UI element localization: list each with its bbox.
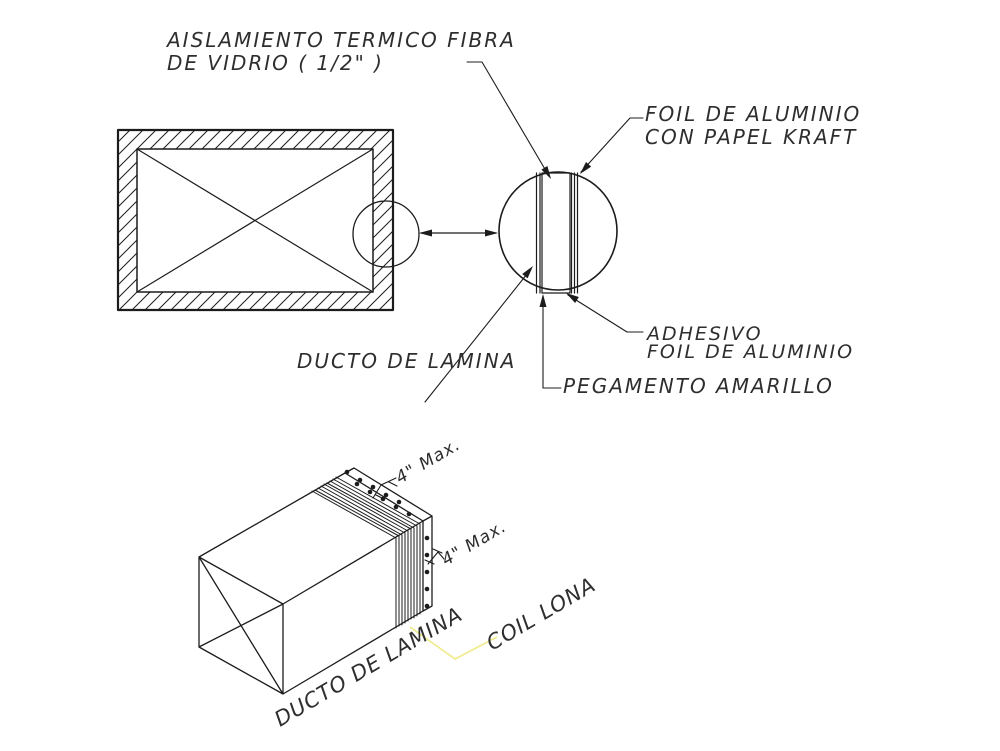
leader-aislamiento xyxy=(466,61,551,179)
dimension-tick-top xyxy=(372,477,398,500)
label-dim-top: 4" Max. xyxy=(392,435,464,489)
foil-layer-lines xyxy=(570,172,579,294)
label-aislamiento-termico-line1: AISLAMIENTO TERMICO FIBRA xyxy=(165,28,516,52)
detail-circle xyxy=(498,171,618,291)
duct-cross-section xyxy=(116,128,420,312)
lamina-layer-lines xyxy=(535,172,541,294)
corrugated-band-front xyxy=(395,523,421,629)
label-adhesivo-line1: ADHESIVO xyxy=(645,323,763,345)
label-ducto-lamina: DUCTO DE LAMINA xyxy=(297,349,516,373)
leader-ducto-lamina xyxy=(424,266,533,403)
rivet-dots-top xyxy=(344,469,412,517)
label-foil-aluminio-line1: FOIL DE ALUMINIO xyxy=(645,102,861,126)
iso-duct-body xyxy=(198,472,424,695)
leader-pegamento xyxy=(539,294,562,389)
duct-inner-wall xyxy=(136,148,374,293)
corrugated-band-top xyxy=(311,476,421,539)
zoom-reference-arrow xyxy=(419,229,498,237)
dimension-tick-front xyxy=(424,548,445,565)
label-aislamiento-termico-line2: DE VIDRIO ( 1/2" ) xyxy=(167,51,384,75)
end-cap-panel xyxy=(344,467,433,612)
yellow-leader-coil-lona xyxy=(409,626,498,660)
detail-zoom-circle xyxy=(498,171,618,294)
rivet-dots-front xyxy=(424,535,430,609)
leader-foil-aluminio xyxy=(580,117,644,174)
label-dim-front: 4" Max. xyxy=(438,517,510,571)
label-adhesivo-line2: FOIL DE ALUMINIO xyxy=(647,341,854,363)
label-ducto-lamina-iso: DUCTO DE LAMINA xyxy=(270,602,466,731)
iso-duct-view xyxy=(198,467,498,695)
inner-duct-x xyxy=(136,148,374,293)
zoom-reference-circle xyxy=(352,200,420,268)
label-foil-aluminio-line2: CON PAPEL KRAFT xyxy=(645,125,857,149)
fiberglass-hatch-band xyxy=(541,172,571,294)
label-pegamento-amarillo: PEGAMENTO AMARILLO xyxy=(563,374,834,398)
label-coil-lona: COIL LONA xyxy=(482,572,600,655)
duct-outer-wall xyxy=(116,128,395,312)
leader-adhesivo xyxy=(566,293,644,333)
